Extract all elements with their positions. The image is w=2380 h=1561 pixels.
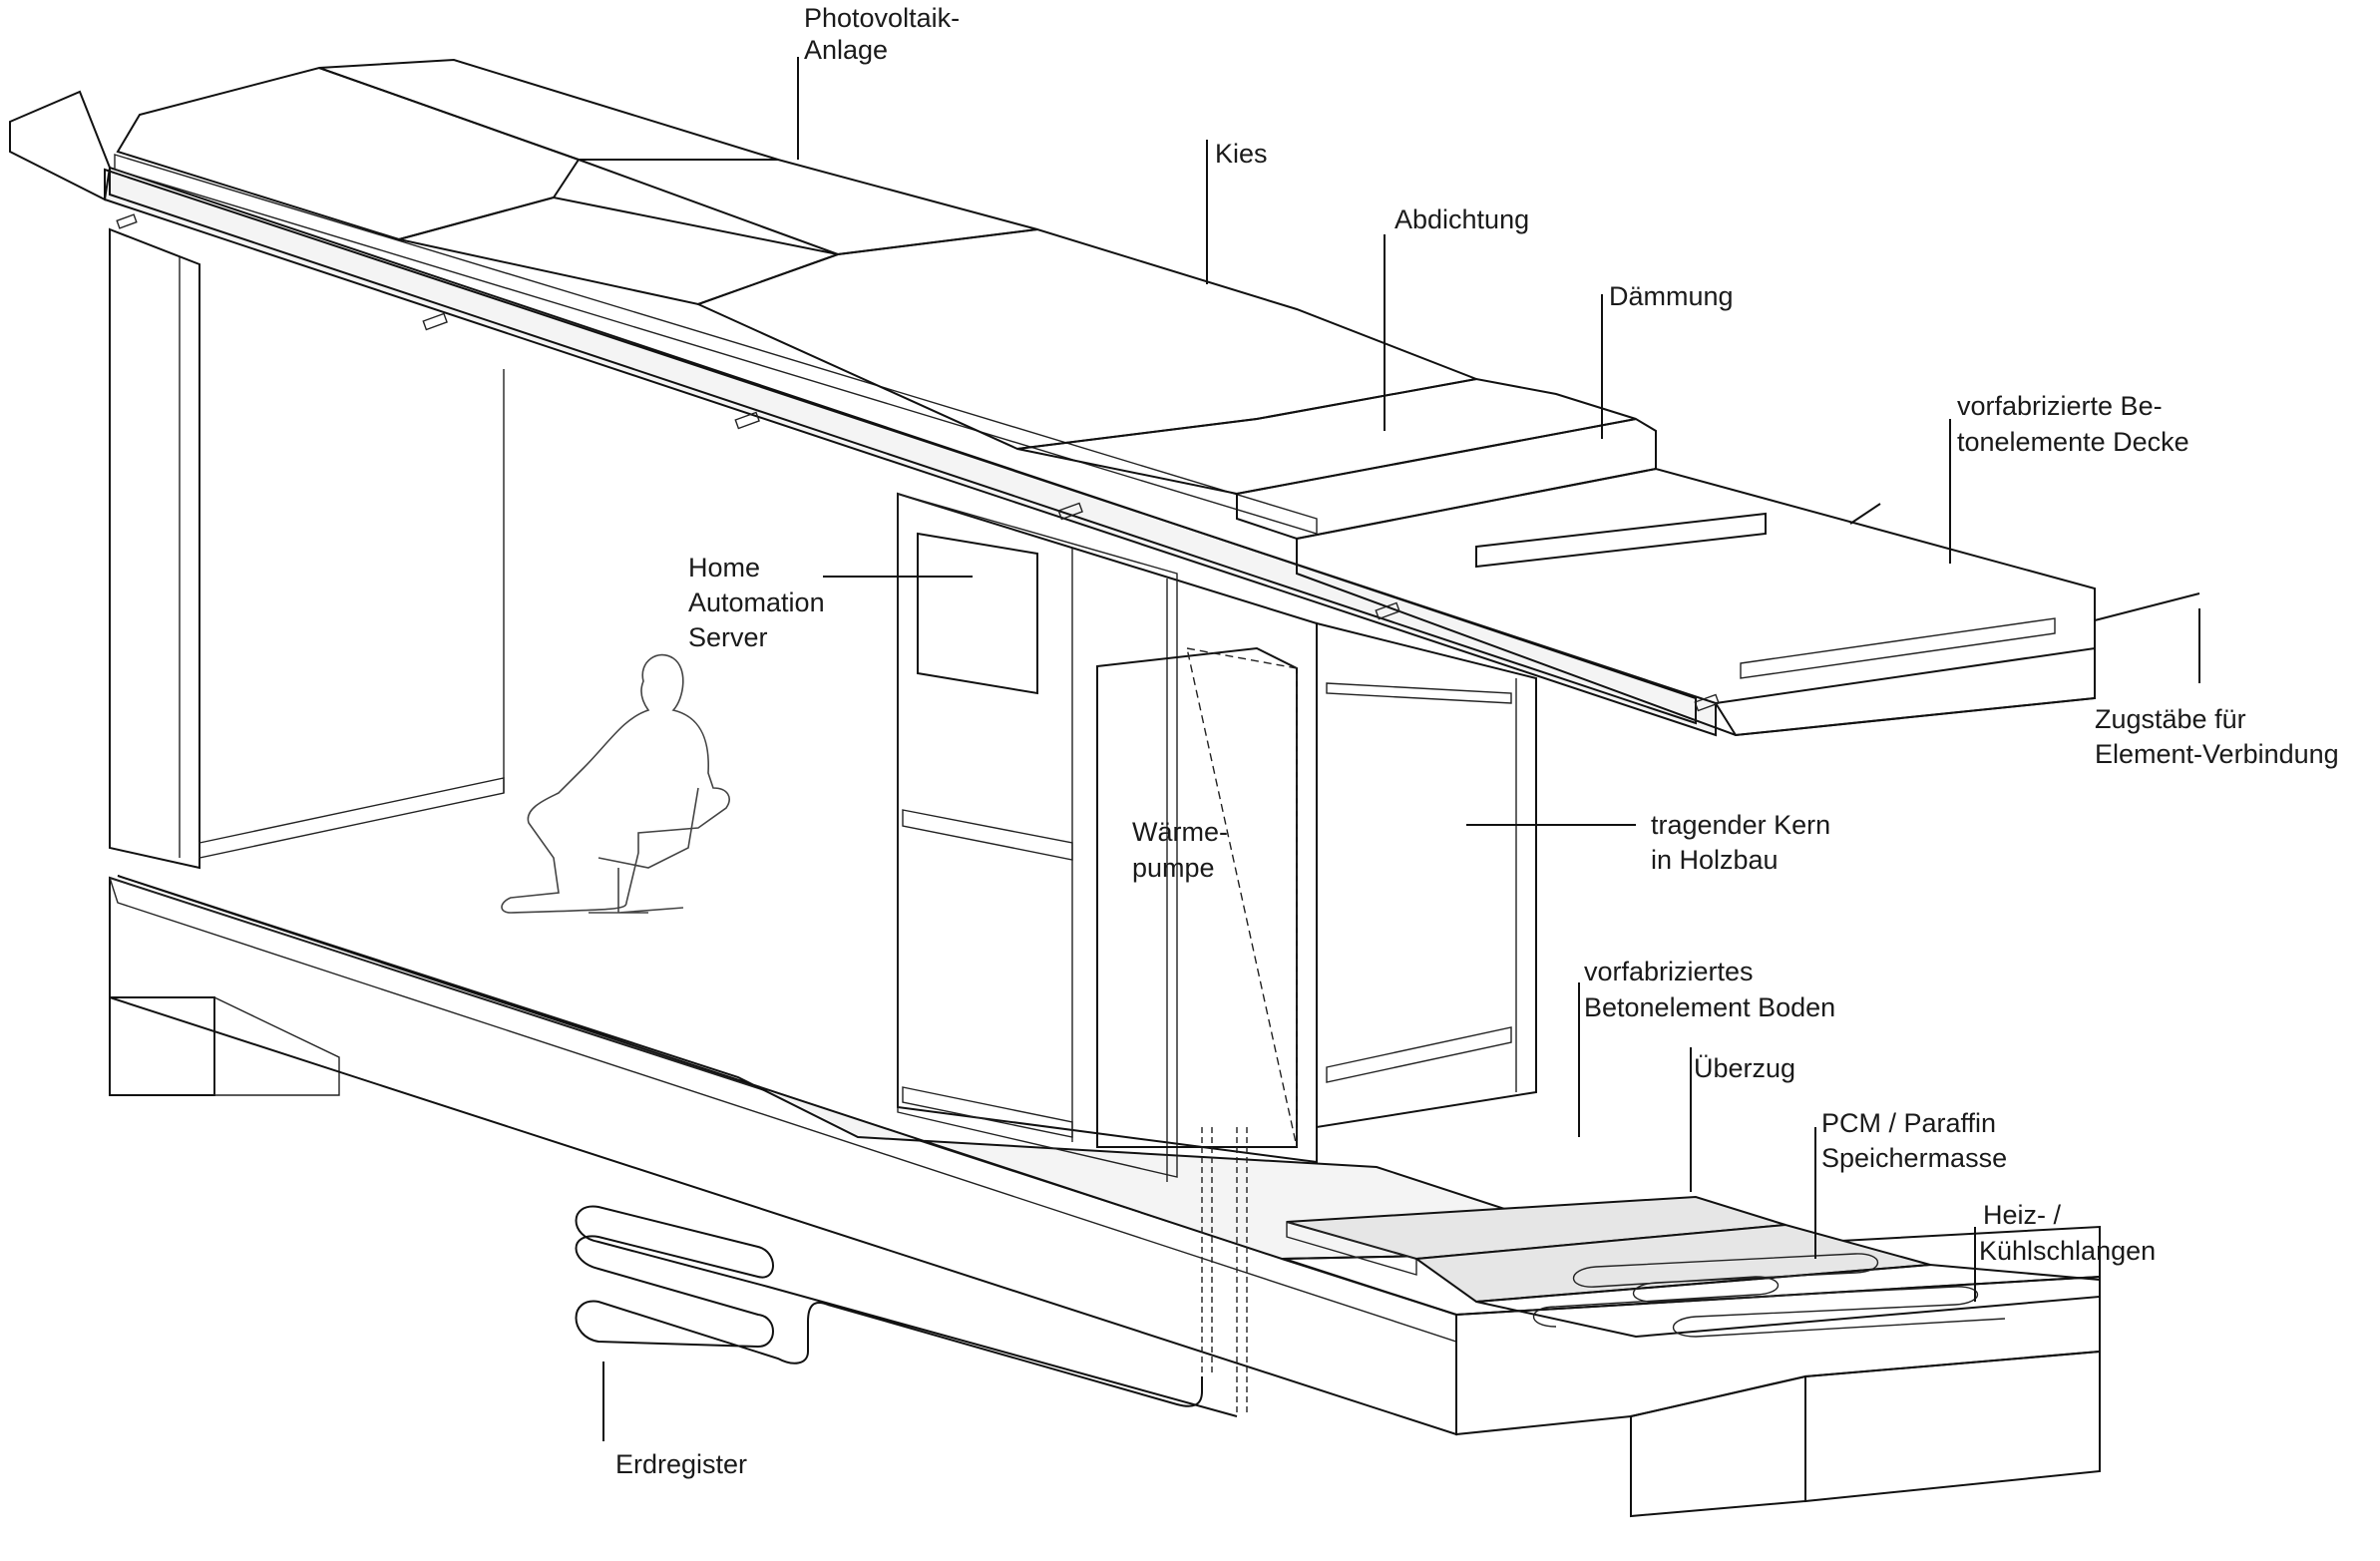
label-zugstaebe-2: Element-Verbindung xyxy=(2095,739,2339,769)
floor-slab xyxy=(108,875,2101,1436)
label-waerme-1: Wärme- xyxy=(1132,817,1228,847)
roof-slab xyxy=(9,58,2200,737)
ground-coil-icon xyxy=(575,1205,1238,1417)
label-pcm-2: Speichermasse xyxy=(1821,1143,2007,1173)
label-decke-1: vorfabrizierte Be- xyxy=(1957,391,2163,421)
label-decke-2: tonelemente Decke xyxy=(1957,427,2189,457)
leader-lines xyxy=(602,57,2200,1441)
label-heiz-1: Heiz- / xyxy=(1983,1200,2062,1230)
label-pcm-1: PCM / Paraffin xyxy=(1821,1108,1996,1138)
label-abdichtung: Abdichtung xyxy=(1394,204,1529,234)
heating-coil-icon xyxy=(1533,1253,2006,1338)
label-daemmung: Dämmung xyxy=(1609,281,1734,311)
label-boden-1: vorfabriziertes xyxy=(1584,957,1754,986)
label-kern-2: in Holzbau xyxy=(1651,845,1779,875)
label-kies: Kies xyxy=(1215,139,1268,169)
tension-rod-ends xyxy=(116,213,1720,712)
label-photovoltaik-2: Anlage xyxy=(804,35,888,65)
label-home-2: Automation xyxy=(688,587,825,617)
label-home-3: Server xyxy=(688,622,768,652)
heat-pump-cabinet xyxy=(1096,646,1298,1148)
ground-pipes xyxy=(575,1127,1248,1417)
label-erdregister: Erdregister xyxy=(615,1449,747,1479)
label-zugstaebe-1: Zugstäbe für xyxy=(2095,704,2246,734)
label-heiz-2: Kühlschlangen xyxy=(1979,1236,2156,1266)
server-box xyxy=(917,532,1038,695)
label-waerme-2: pumpe xyxy=(1132,853,1215,883)
label-kern-1: tragender Kern xyxy=(1651,810,1830,840)
interior xyxy=(109,227,1537,1182)
labels: Photovoltaik- Anlage Kies Abdichtung Däm… xyxy=(615,3,2339,1479)
label-ueberzug: Überzug xyxy=(1694,1053,1795,1083)
label-boden-2: Betonelement Boden xyxy=(1584,992,1835,1022)
label-home-1: Home xyxy=(688,553,760,583)
seated-person-icon xyxy=(501,653,730,914)
label-photovoltaik-1: Photovoltaik- xyxy=(804,3,960,33)
